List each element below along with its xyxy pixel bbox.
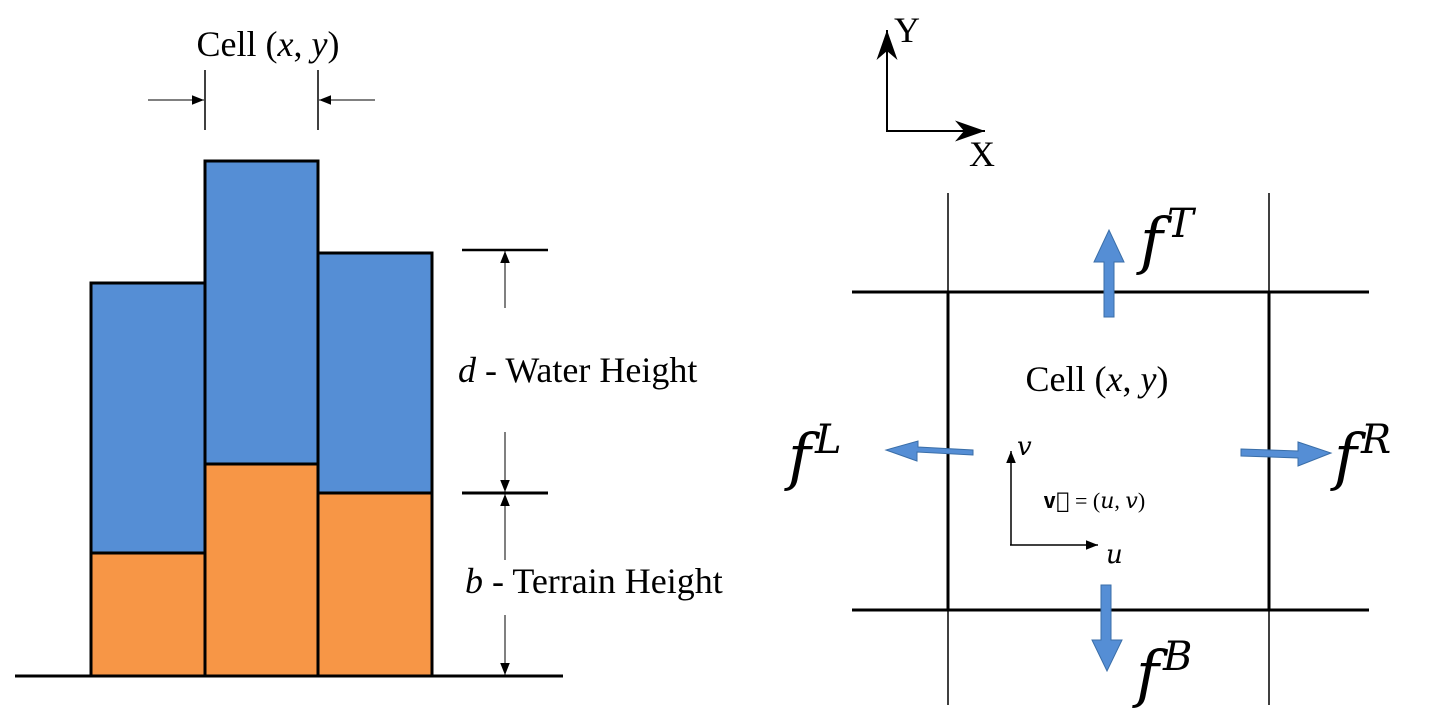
flux-bottom-arrow — [1091, 584, 1123, 673]
flux-left-arrow — [884, 440, 974, 462]
right-cell-label: Cell (x, y) — [1026, 359, 1169, 399]
flux-top-arrow — [1093, 228, 1125, 318]
terrain-column-1 — [89, 551, 207, 678]
terrain-column-3 — [316, 491, 434, 678]
velocity-v-label: v — [1017, 432, 1032, 462]
y-axis-label: Y — [894, 10, 920, 50]
water-height-label: d - Water Height — [458, 350, 697, 390]
water-column-2 — [203, 159, 320, 466]
terrain-column-2 — [203, 462, 320, 678]
terrain-height-label: b - Terrain Height — [465, 561, 723, 601]
flux-right-arrow — [1240, 441, 1333, 467]
velocity-equation: v⃗ = (u, v) — [1043, 488, 1145, 514]
left-cell-label: Cell (x, y) — [197, 24, 340, 64]
velocity-u-label: u — [1106, 540, 1123, 570]
water-column-1 — [89, 281, 207, 555]
x-axis-label: X — [969, 134, 995, 174]
water-column-3 — [316, 251, 434, 495]
water-terrain-diagram: Cell (x, y) d - Water Height b - Terrain… — [15, 24, 723, 678]
